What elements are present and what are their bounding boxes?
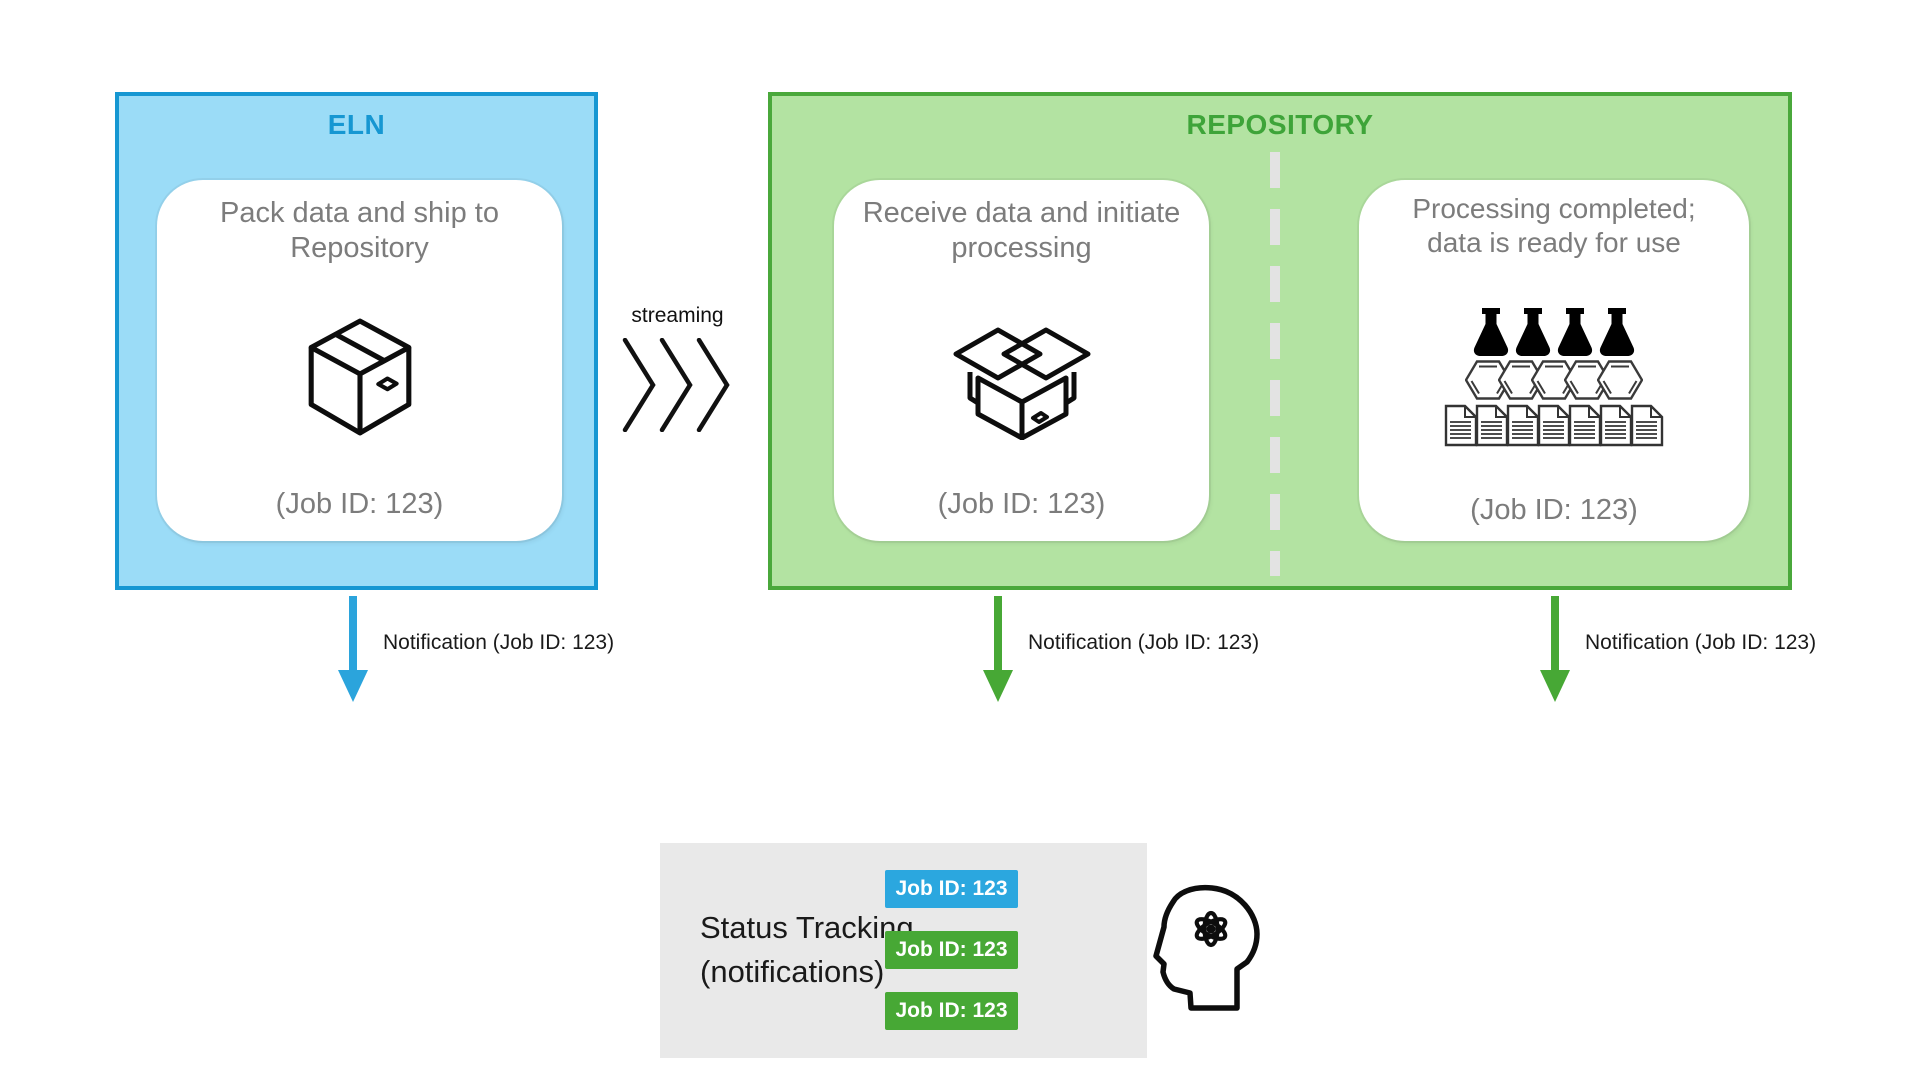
job-id-badge-green: Job ID: 123 bbox=[885, 931, 1018, 969]
notification-eln: Notification (Job ID: 123) bbox=[338, 596, 614, 702]
flask-icon bbox=[1515, 308, 1551, 357]
notification-processing: Notification (Job ID: 123) bbox=[1540, 596, 1816, 702]
closed-box-icon bbox=[307, 317, 413, 437]
eln-card-job-id: (Job ID: 123) bbox=[275, 488, 444, 520]
status-tracking-title: Status Tracking (notifications) bbox=[700, 906, 914, 996]
streaming-label: streaming bbox=[631, 304, 724, 327]
down-arrow-icon bbox=[1540, 596, 1570, 702]
head-with-atom-icon bbox=[1152, 884, 1262, 1017]
document-icon bbox=[1475, 404, 1509, 447]
receive-card-job-id: (Job ID: 123) bbox=[937, 488, 1106, 520]
repository-panel: REPOSITORY Receive data and initiate pro… bbox=[768, 92, 1792, 590]
flask-icon bbox=[1557, 308, 1593, 357]
status-tracking-title-line2: (notifications) bbox=[700, 954, 885, 990]
document-icons-row bbox=[1444, 404, 1664, 447]
processing-card-text: Processing completed; data is ready for … bbox=[1412, 193, 1696, 259]
notification-label: Notification (Job ID: 123) bbox=[1028, 631, 1260, 654]
receive-card-text: Receive data and initiate processing bbox=[862, 197, 1181, 265]
eln-card: Pack data and ship to Repository (Job ID… bbox=[157, 180, 562, 541]
document-icon bbox=[1630, 404, 1664, 447]
flask-icon bbox=[1473, 308, 1509, 357]
eln-panel-title: ELN bbox=[327, 109, 386, 140]
flask-icon bbox=[1599, 308, 1635, 357]
stage-divider-dashed-line bbox=[1270, 152, 1280, 576]
document-icon bbox=[1537, 404, 1571, 447]
receive-card: Receive data and initiate processing (Jo… bbox=[834, 180, 1209, 541]
molecule-icons-row bbox=[1465, 360, 1643, 400]
notification-label: Notification (Job ID: 123) bbox=[1585, 631, 1817, 654]
job-id-badge-blue: Job ID: 123 bbox=[885, 870, 1018, 908]
down-arrow-icon bbox=[983, 596, 1013, 702]
document-icon bbox=[1506, 404, 1540, 447]
processing-card: Processing completed; data is ready for … bbox=[1359, 180, 1749, 541]
repository-panel-title: REPOSITORY bbox=[1186, 109, 1374, 140]
eln-card-text: Pack data and ship to Repository bbox=[220, 197, 499, 265]
processing-results-icons bbox=[1444, 307, 1664, 447]
down-arrow-icon bbox=[338, 596, 368, 702]
job-id-badge-green: Job ID: 123 bbox=[885, 992, 1018, 1030]
status-tracking-title-line1: Status Tracking bbox=[700, 909, 914, 945]
open-box-icon bbox=[942, 314, 1102, 441]
streaming-connector: streaming bbox=[595, 304, 760, 432]
document-icon bbox=[1568, 404, 1602, 447]
document-icon bbox=[1444, 404, 1478, 447]
processing-card-job-id: (Job ID: 123) bbox=[1470, 494, 1638, 526]
status-tracking-box: Status Tracking (notifications) Job ID: … bbox=[660, 843, 1147, 1058]
eln-panel: ELN Pack data and ship to Repository (Jo… bbox=[115, 92, 598, 590]
notification-label: Notification (Job ID: 123) bbox=[383, 631, 615, 654]
document-icon bbox=[1599, 404, 1633, 447]
notification-receive: Notification (Job ID: 123) bbox=[983, 596, 1259, 702]
molecule-hexagon-icon bbox=[1597, 360, 1643, 400]
triple-chevron-right-icon bbox=[622, 338, 730, 432]
flask-icons-row bbox=[1471, 307, 1637, 357]
